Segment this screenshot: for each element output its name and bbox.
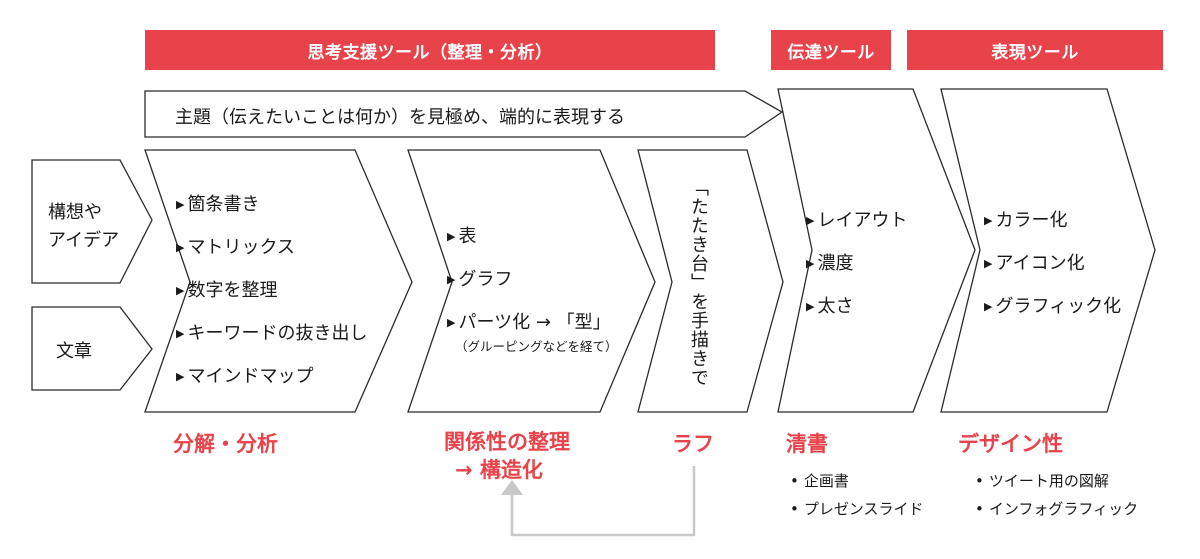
input-text-shape (31, 306, 153, 391)
label-design: デザイン性 (958, 432, 1063, 456)
list-item: グラフィック化 (984, 286, 1121, 329)
list-item: 数字を整理 (176, 270, 367, 313)
list-item: カラー化 (984, 200, 1121, 243)
list-item: アイコン化 (984, 243, 1121, 286)
design-list: カラー化 アイコン化 グラフィック化 (984, 200, 1121, 329)
list-item: グラフ (447, 259, 611, 302)
list-item: 太さ (806, 286, 907, 329)
list-item: マトリックス (176, 227, 367, 270)
label-relation: 関係性の整理 → 構造化 (444, 428, 570, 484)
input-concept-line-2: アイデア (48, 230, 120, 251)
banner-thinking-tools: 思考支援ツール（整理・分析） (145, 30, 715, 70)
list-item: キーワードの抜き出し (176, 313, 367, 356)
label-relation-line-1: 関係性の整理 (444, 430, 570, 454)
banner-communication-tools: 伝達ツール (771, 30, 891, 70)
list-item: レイアウト (806, 200, 907, 243)
theme-arrow-shape (144, 90, 784, 138)
list-item: パーツ化 → 「型」 (447, 302, 610, 345)
list-item: 企画書 (790, 470, 924, 491)
design-examples: ツイート用の図解 インフォグラフィック (975, 470, 1138, 526)
label-decompose: 分解・分析 (173, 432, 278, 456)
rough-vertical-text: 「たたき台」を手描きで (688, 178, 709, 387)
relation-note: （グルーピングなどを経て） (455, 339, 618, 354)
label-clean: 清書 (786, 432, 828, 456)
list-item: 濃度 (806, 243, 907, 286)
clean-examples: 企画書 プレゼンスライド (790, 470, 924, 526)
decompose-list: 箇条書き マトリックス 数字を整理 キーワードの抜き出し マインドマップ (176, 184, 367, 399)
relation-list: 表 グラフ パーツ化 → 「型」 (447, 216, 611, 345)
banner-expression-tools: 表現ツール (907, 30, 1163, 70)
input-concept-shape (31, 159, 153, 284)
list-item: 箇条書き (176, 184, 367, 227)
clean-list: レイアウト 濃度 太さ (806, 200, 907, 329)
input-concept-label: 構想や アイデア (48, 199, 119, 255)
list-item: ツイート用の図解 (975, 470, 1138, 491)
step-rough-shape (637, 149, 784, 413)
list-item: インフォグラフィック (975, 498, 1138, 519)
input-text-label: 文章 (56, 341, 92, 362)
list-item: 表 (447, 216, 611, 259)
feedback-loop-arrow (501, 466, 696, 537)
label-rough: ラフ (672, 432, 714, 456)
theme-text: 主題（伝えたいことは何か）を見極め、端的に表現する (175, 107, 625, 128)
list-item: プレゼンスライド (790, 498, 924, 519)
list-item: マインドマップ (176, 356, 367, 399)
label-relation-line-2: → 構造化 (455, 458, 543, 482)
input-concept-line-1: 構想や (48, 202, 102, 223)
